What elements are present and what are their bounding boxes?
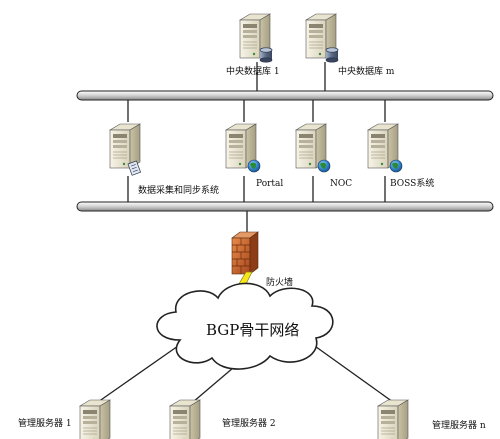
bgp-backbone-cloud: BGP骨干网络 [156,282,334,370]
data-sync-system-label: 数据采集和同步系统 [138,184,219,196]
firewall-label: 防火墙 [266,276,293,288]
database-server-icon [305,13,339,63]
lower-bus [76,201,494,212]
central-database-1-label: 中央数据库 1 [226,65,280,77]
boss-server: BOSS系统 [367,123,434,189]
noc-server: NOC [295,123,352,189]
server-icon [377,399,409,439]
web-server-icon [225,123,261,173]
upper-bus [76,90,494,101]
data-sync-system: 数据采集和同步系统 [109,123,219,196]
backbone-label: BGP骨干网络 [206,321,299,339]
web-server-icon [367,123,403,173]
sync-server-icon [109,123,142,176]
management-server-2-label: 管理服务器 2 [222,417,276,429]
noc-label: NOC [330,179,352,189]
management-server-n: 管理服务器 n [377,399,486,439]
boss-system-label: BOSS系统 [390,177,434,189]
management-server-n-label: 管理服务器 n [432,419,486,431]
server-icon [169,399,201,439]
database-server-icon [239,13,273,63]
portal-server: Portal [225,123,283,189]
management-server-1: 管理服务器 1 [18,399,111,439]
bus-drop-lines [127,62,386,232]
server-icon [79,399,111,439]
central-database-1: 中央数据库 1 [226,13,280,77]
central-database-m-label: 中央数据库 m [338,65,395,77]
firewall: 防火墙 [231,231,293,288]
firewall-icon [231,231,259,275]
central-database-m: 中央数据库 m [305,13,395,77]
management-server-2: 管理服务器 2 [169,399,276,439]
portal-label: Portal [256,179,283,189]
management-server-1-label: 管理服务器 1 [18,417,72,429]
web-server-icon [295,123,331,173]
